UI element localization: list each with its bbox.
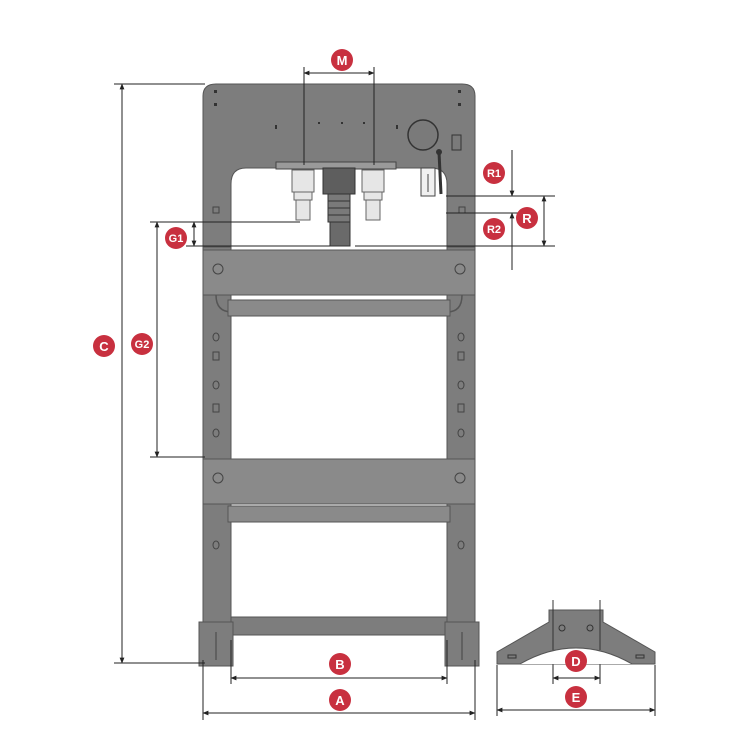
- pump-lever: [420, 149, 443, 197]
- svg-text:E: E: [572, 690, 581, 705]
- badge-G1: G1: [165, 227, 187, 249]
- svg-text:D: D: [571, 654, 580, 669]
- svg-text:R: R: [522, 211, 532, 226]
- left-column: [202, 246, 232, 666]
- bottom-tie-bar: [230, 616, 448, 636]
- badge-R2: R2: [483, 218, 505, 240]
- svg-text:R1: R1: [487, 168, 501, 180]
- svg-text:M: M: [337, 53, 348, 68]
- right-column: [446, 246, 476, 666]
- press-frame: [198, 83, 480, 667]
- badge-R1: R1: [483, 162, 505, 184]
- ram: [322, 167, 356, 247]
- svg-text:B: B: [335, 657, 344, 672]
- badge-B: B: [329, 653, 351, 675]
- dimension-badges: M R1 R R2 G1 G2 C B: [93, 49, 587, 711]
- dimension-lines: [114, 67, 656, 720]
- pressure-gauge: [407, 119, 439, 151]
- badge-M: M: [331, 49, 353, 71]
- badge-A: A: [329, 689, 351, 711]
- badge-R: R: [516, 207, 538, 229]
- badge-E: E: [565, 686, 587, 708]
- badge-G2: G2: [131, 333, 153, 355]
- frame-feet: [198, 621, 480, 667]
- svg-text:G2: G2: [135, 339, 150, 351]
- svg-text:A: A: [335, 693, 345, 708]
- svg-text:G1: G1: [169, 233, 184, 245]
- lower-bed: [202, 458, 476, 523]
- badge-C: C: [93, 335, 115, 357]
- svg-text:C: C: [99, 339, 109, 354]
- svg-text:R2: R2: [487, 224, 501, 236]
- cylinder-assembly: [291, 149, 443, 247]
- badge-D: D: [565, 650, 587, 672]
- upper-bed: [202, 249, 476, 317]
